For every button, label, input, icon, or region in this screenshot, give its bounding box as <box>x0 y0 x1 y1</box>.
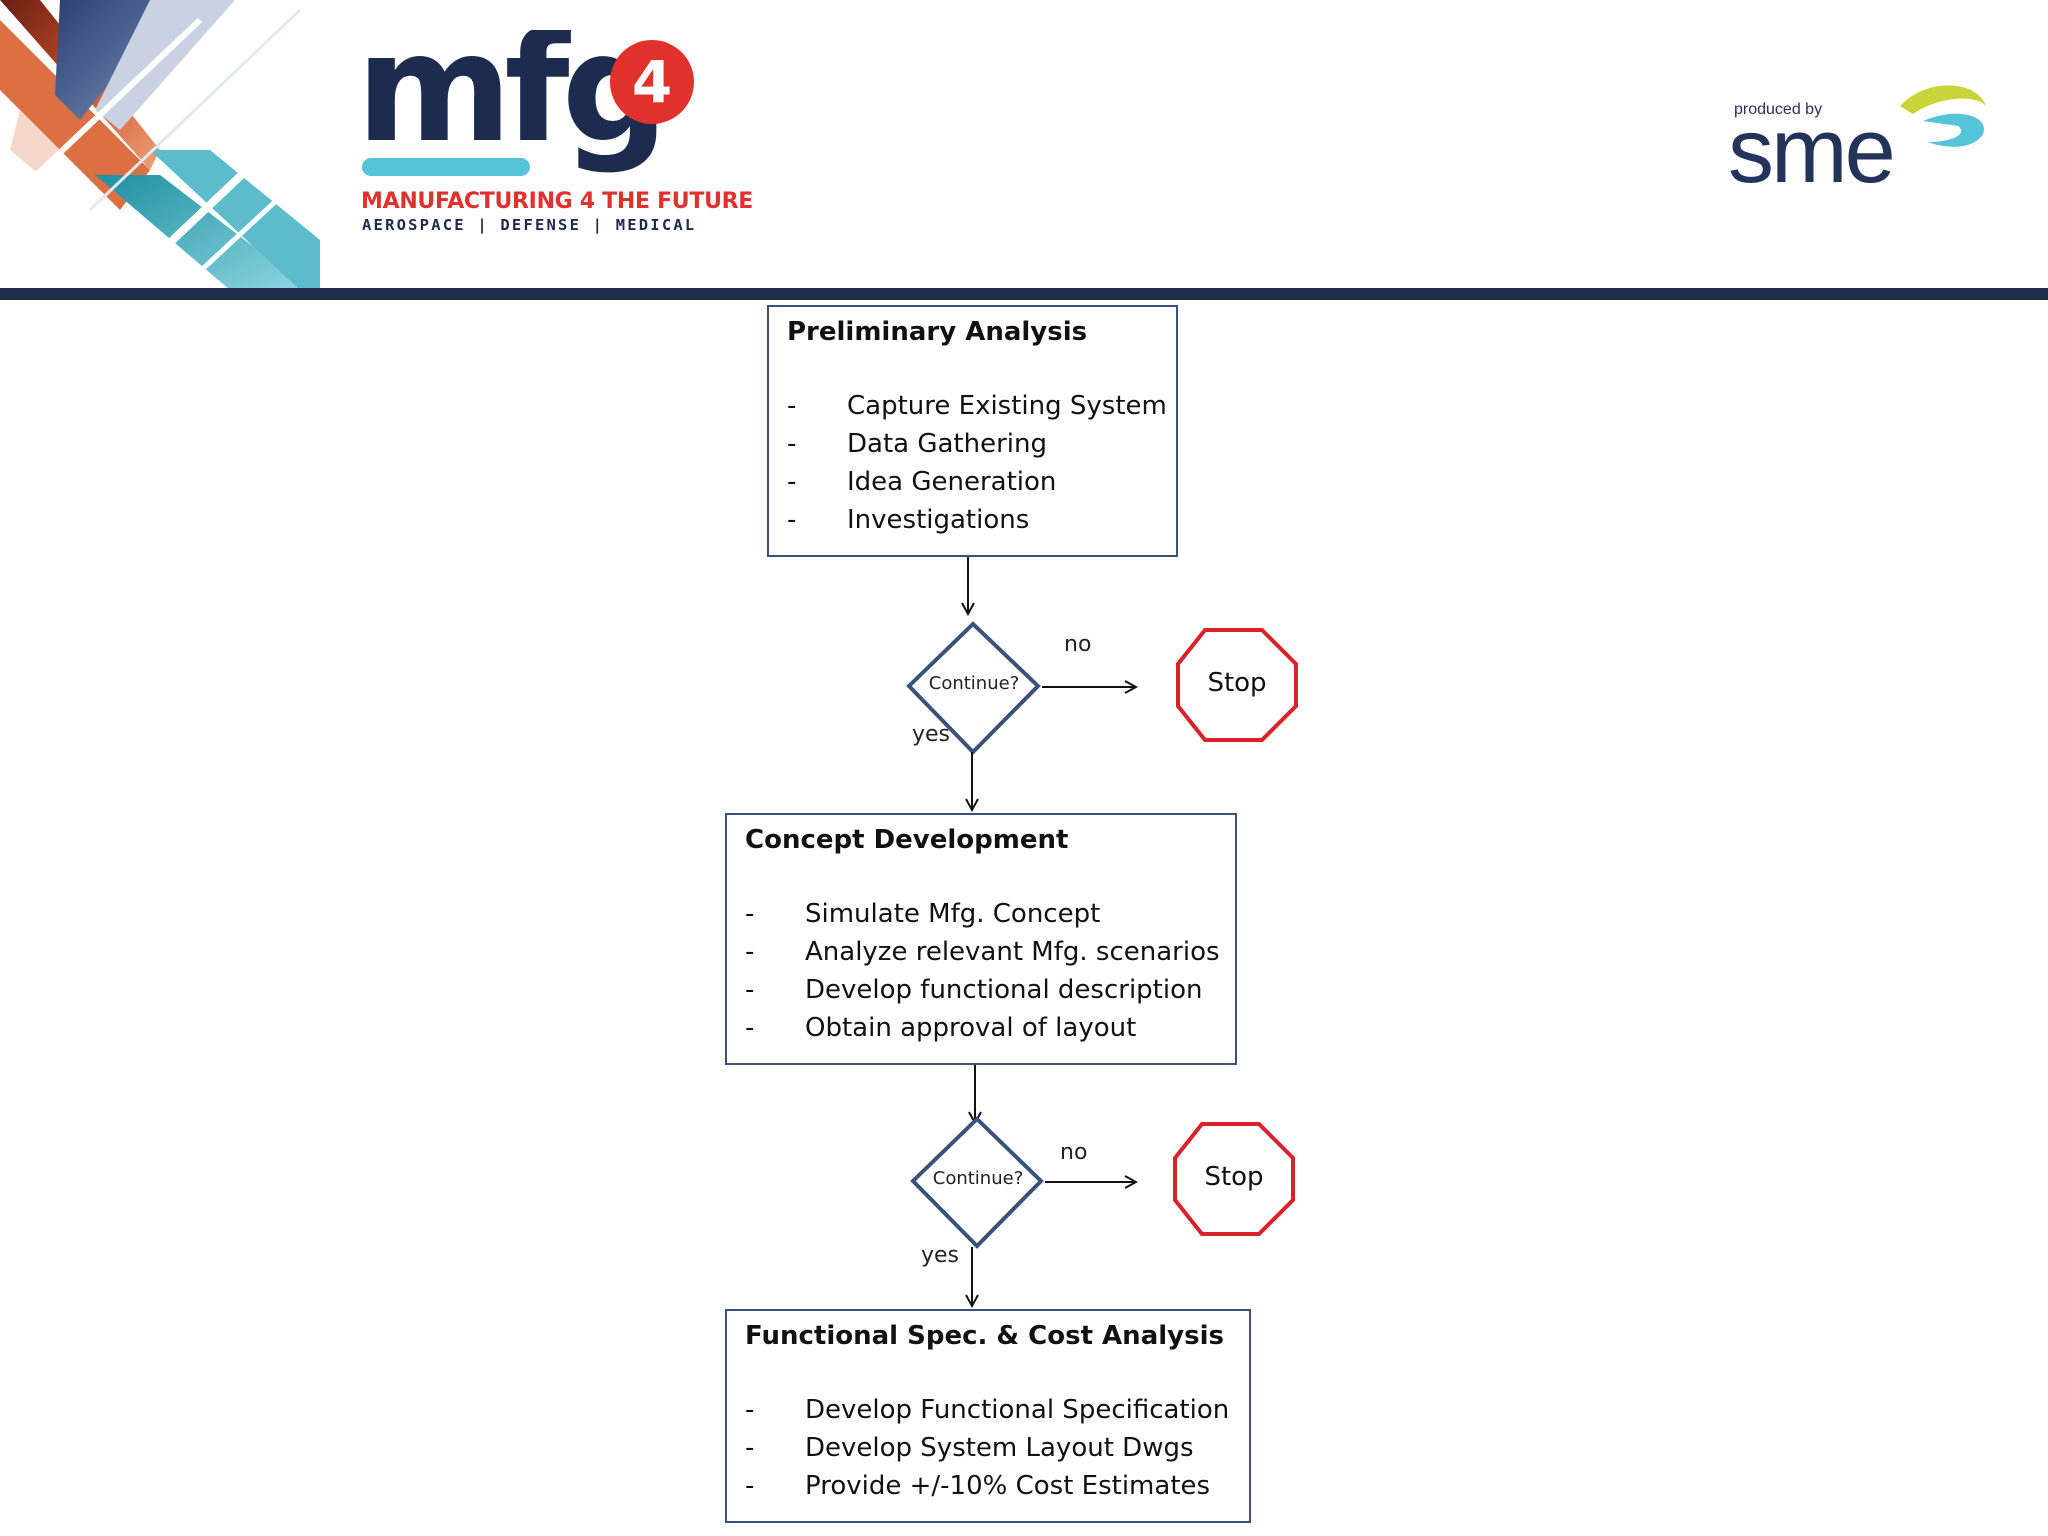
yes-label-1: yes <box>912 722 951 747</box>
decision-label-1: Continue? <box>928 673 1020 694</box>
no-label-2: no <box>1060 1140 1088 1165</box>
sme-wordmark: sme <box>1728 100 1893 196</box>
header-divider <box>0 288 2048 300</box>
decision-diamond-2 <box>910 1116 1044 1249</box>
process-box-functional-spec-cost-analysis: Functional Spec. & Cost Analysis -Develo… <box>725 1309 1251 1523</box>
list-item: -Capture Existing System <box>787 391 1167 421</box>
process-title: Preliminary Analysis <box>787 317 1088 347</box>
list-item: -Provide +/-10% Cost Estimates <box>745 1471 1211 1501</box>
list-item: -Idea Generation <box>787 467 1057 497</box>
sme-logo: sme <box>1728 85 1986 196</box>
header-decorative-art <box>0 0 320 290</box>
stop-label-1: Stop <box>1207 668 1267 698</box>
process-title: Concept Development <box>745 825 1069 855</box>
process-title: Functional Spec. & Cost Analysis <box>745 1321 1224 1351</box>
decision-label-2: Continue? <box>932 1168 1024 1189</box>
mfg-subtagline: AEROSPACE | DEFENSE | MEDICAL <box>362 216 697 234</box>
mfg-superscript: 4 <box>632 48 672 116</box>
mfg-tagline: MANUFACTURING 4 THE FUTURE <box>361 189 754 214</box>
produced-by-label: produced by <box>1734 101 1823 118</box>
list-item: -Obtain approval of layout <box>745 1013 1137 1043</box>
process-item-list: -Simulate Mfg. Concept -Analyze relevant… <box>745 895 1220 1047</box>
list-item: -Analyze relevant Mfg. scenarios <box>745 937 1220 967</box>
stop-label-2: Stop <box>1204 1162 1264 1192</box>
list-item: -Develop System Layout Dwgs <box>745 1433 1194 1463</box>
list-item: -Develop functional description <box>745 975 1203 1005</box>
list-item: -Investigations <box>787 505 1030 535</box>
yes-label-2: yes <box>921 1243 960 1268</box>
list-item: -Data Gathering <box>787 429 1047 459</box>
process-item-list: -Capture Existing System -Data Gathering… <box>787 387 1167 539</box>
list-item: -Develop Functional Specification <box>745 1395 1230 1425</box>
mfg4-logo: mfg 4 <box>356 30 694 176</box>
stop-sign-1 <box>1176 628 1298 742</box>
process-item-list: -Develop Functional Specification -Devel… <box>745 1391 1229 1505</box>
process-box-preliminary-analysis: Preliminary Analysis -Capture Existing S… <box>767 305 1178 557</box>
no-label-1: no <box>1064 632 1092 657</box>
process-box-concept-development: Concept Development -Simulate Mfg. Conce… <box>725 813 1237 1065</box>
list-item: -Simulate Mfg. Concept <box>745 899 1101 929</box>
stop-sign-2 <box>1173 1122 1295 1236</box>
